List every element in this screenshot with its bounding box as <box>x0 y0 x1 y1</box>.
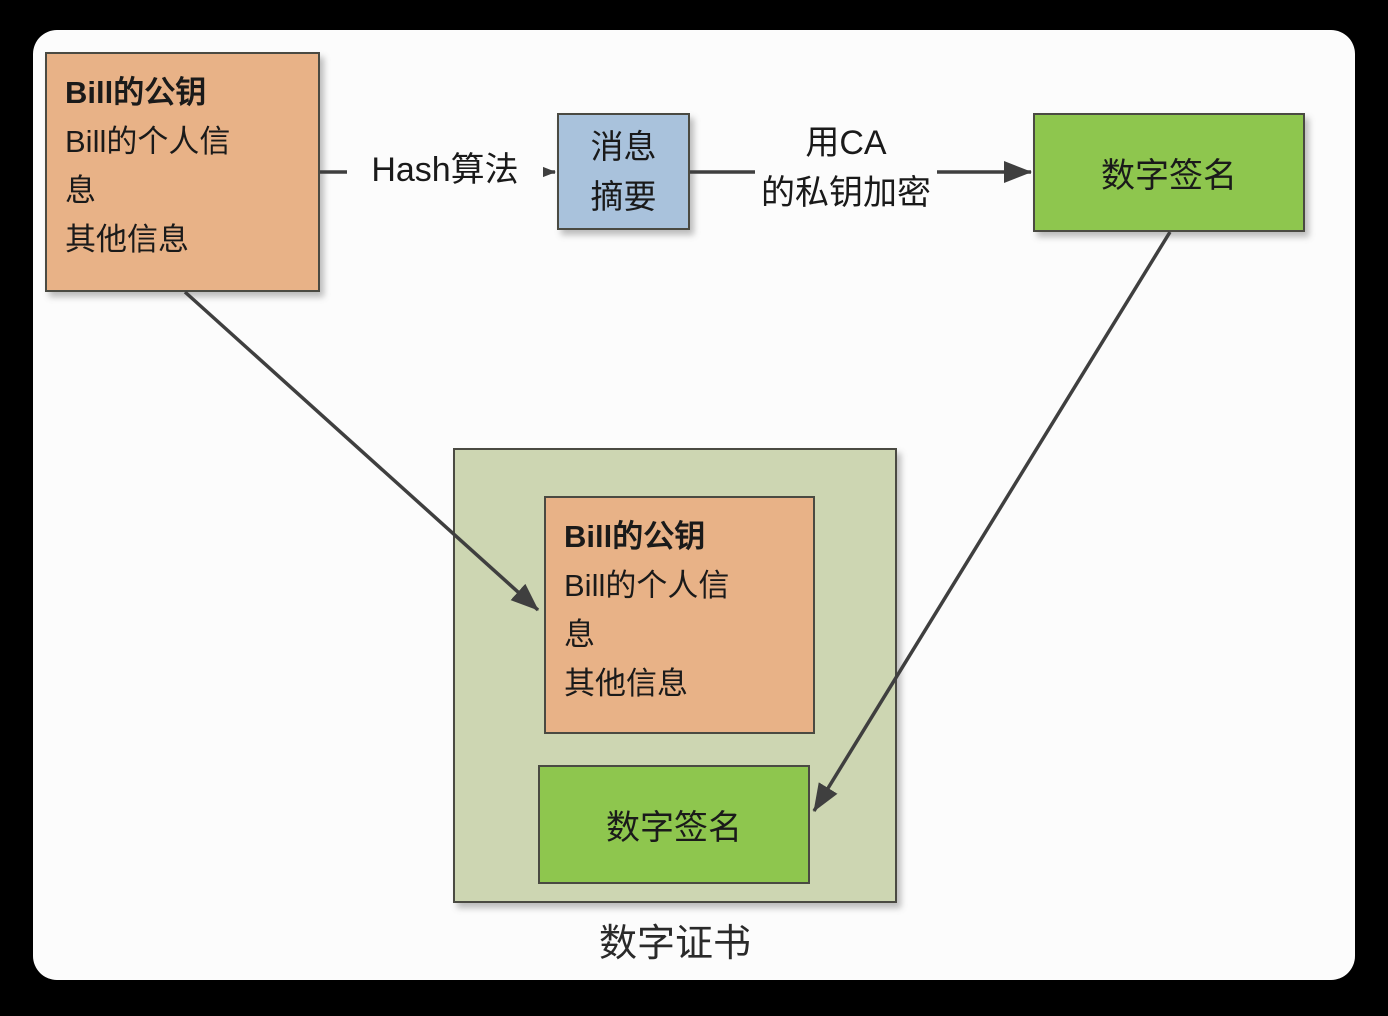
digest-line-1: 消息 <box>590 127 657 165</box>
digital-signature-label-top: 数字签名 <box>1101 157 1237 195</box>
bill-personal-info-text: Bill的个人信 <box>65 124 231 159</box>
bill-personal-info-wrap-text: 息 <box>65 173 96 208</box>
bill-personal-info-wrap-text-inner: 息 <box>564 617 595 652</box>
ca-label-line-1: 用CA <box>805 124 887 162</box>
other-info-text: 其他信息 <box>65 222 189 257</box>
message-digest-box: 消息 摘要 <box>557 113 690 230</box>
bill-info-box-inner: Bill的公钥 Bill的个人信 息 其他信息 <box>544 496 815 734</box>
diagram-canvas: Bill的公钥 Bill的个人信 息 其他信息 消息 摘要 数字签名 Bill的… <box>33 30 1355 980</box>
bill-personal-info-text-inner: Bill的个人信 <box>564 568 730 603</box>
hash-algorithm-text: Hash算法 <box>371 151 519 189</box>
bill-info-box-top: Bill的公钥 Bill的个人信 息 其他信息 <box>45 52 320 292</box>
digital-signature-label-inner: 数字签名 <box>606 809 742 847</box>
hash-algorithm-label: Hash算法 <box>347 147 543 193</box>
certificate-caption: 数字证书 <box>598 923 751 965</box>
ca-private-key-label: 用CA 的私钥加密 <box>755 118 937 218</box>
digest-line-2: 摘要 <box>590 177 657 215</box>
bill-public-key-text-inner: Bill的公钥 <box>564 519 706 554</box>
certificate-container-box: Bill的公钥 Bill的个人信 息 其他信息 数字签名 <box>453 448 897 903</box>
other-info-text-inner: 其他信息 <box>564 666 688 701</box>
digital-signature-box-inner: 数字签名 <box>538 765 810 884</box>
ca-label-line-2: 的私钥加密 <box>761 174 931 212</box>
digital-signature-box-top: 数字签名 <box>1033 113 1305 232</box>
bill-public-key-text: Bill的公钥 <box>65 75 207 110</box>
